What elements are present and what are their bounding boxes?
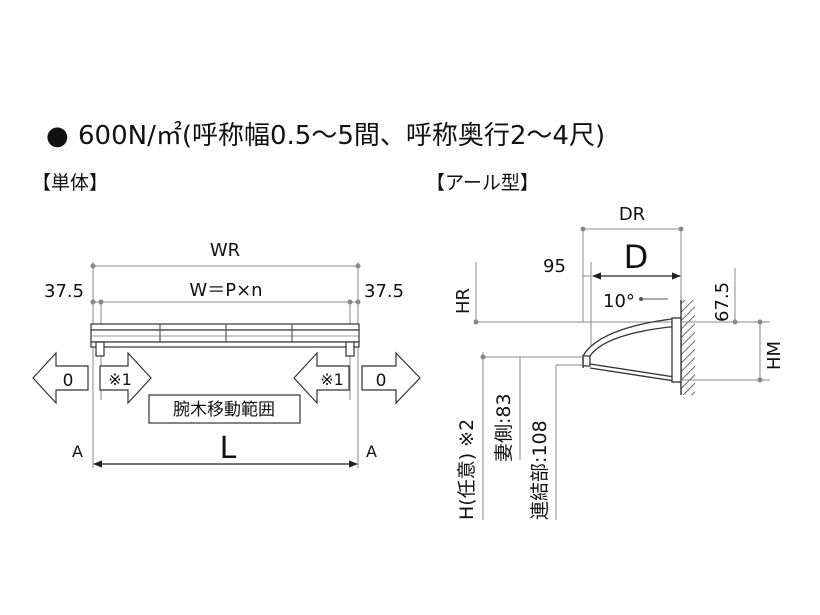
joint-label: 連結部:108 [529, 420, 551, 520]
right-outward-arrow [361, 351, 421, 405]
angle-leader-dot [639, 297, 643, 301]
right-offset-label: 37.5 [364, 281, 404, 302]
range-label-box [148, 394, 301, 424]
hm-dot-top [757, 319, 763, 325]
left-diagram-title: 【単体】 [32, 172, 108, 194]
wr-dot-left [90, 263, 96, 269]
hr-label: HR [453, 288, 474, 314]
l-label: L [220, 431, 237, 466]
left-zero-label: 0 [63, 371, 74, 391]
right-zero-label: 0 [376, 371, 387, 391]
wr-dot-right [355, 263, 361, 269]
canopy-front-view [90, 323, 360, 357]
d-label: D [624, 238, 649, 276]
dim-675-label: 67.5 [712, 282, 733, 322]
wall-hatch [681, 300, 695, 395]
left-note-label: ※1 [108, 370, 132, 389]
range-label: 腕木移動範囲 [173, 400, 275, 420]
left-a-label: A [72, 442, 83, 461]
w-dot-inner-left [98, 299, 104, 305]
wr-label: WR [210, 240, 240, 261]
right-diagram-title: 【アール型】 [426, 172, 539, 194]
offset-95-label: 95 [543, 256, 566, 277]
w-dot-right [355, 299, 361, 305]
side-label: 妻側:83 [493, 393, 515, 462]
left-outward-arrow [32, 351, 89, 405]
h-label: H(任意) ※2 [456, 419, 478, 520]
left-offset-label: 37.5 [44, 281, 84, 302]
right-a-label: A [366, 442, 377, 461]
heading-bullet: ● [46, 121, 69, 151]
w-dot-inner-right [347, 299, 353, 305]
right-inward-arrow [293, 351, 350, 405]
left-inward-arrow [99, 351, 152, 405]
hm-label: HM [764, 341, 785, 370]
w-formula-label: W＝P×n [189, 280, 262, 301]
dr-label: DR [619, 204, 645, 225]
hm-dot-bottom [757, 377, 763, 383]
w-dot-left [90, 299, 96, 305]
heading-title: 600N/㎡(呼称幅0.5～5間、呼称奥行2～4尺) [78, 121, 605, 151]
angle-label: 10° [603, 291, 635, 312]
right-note-label: ※1 [320, 370, 344, 389]
canopy-side-profile [582, 317, 682, 383]
